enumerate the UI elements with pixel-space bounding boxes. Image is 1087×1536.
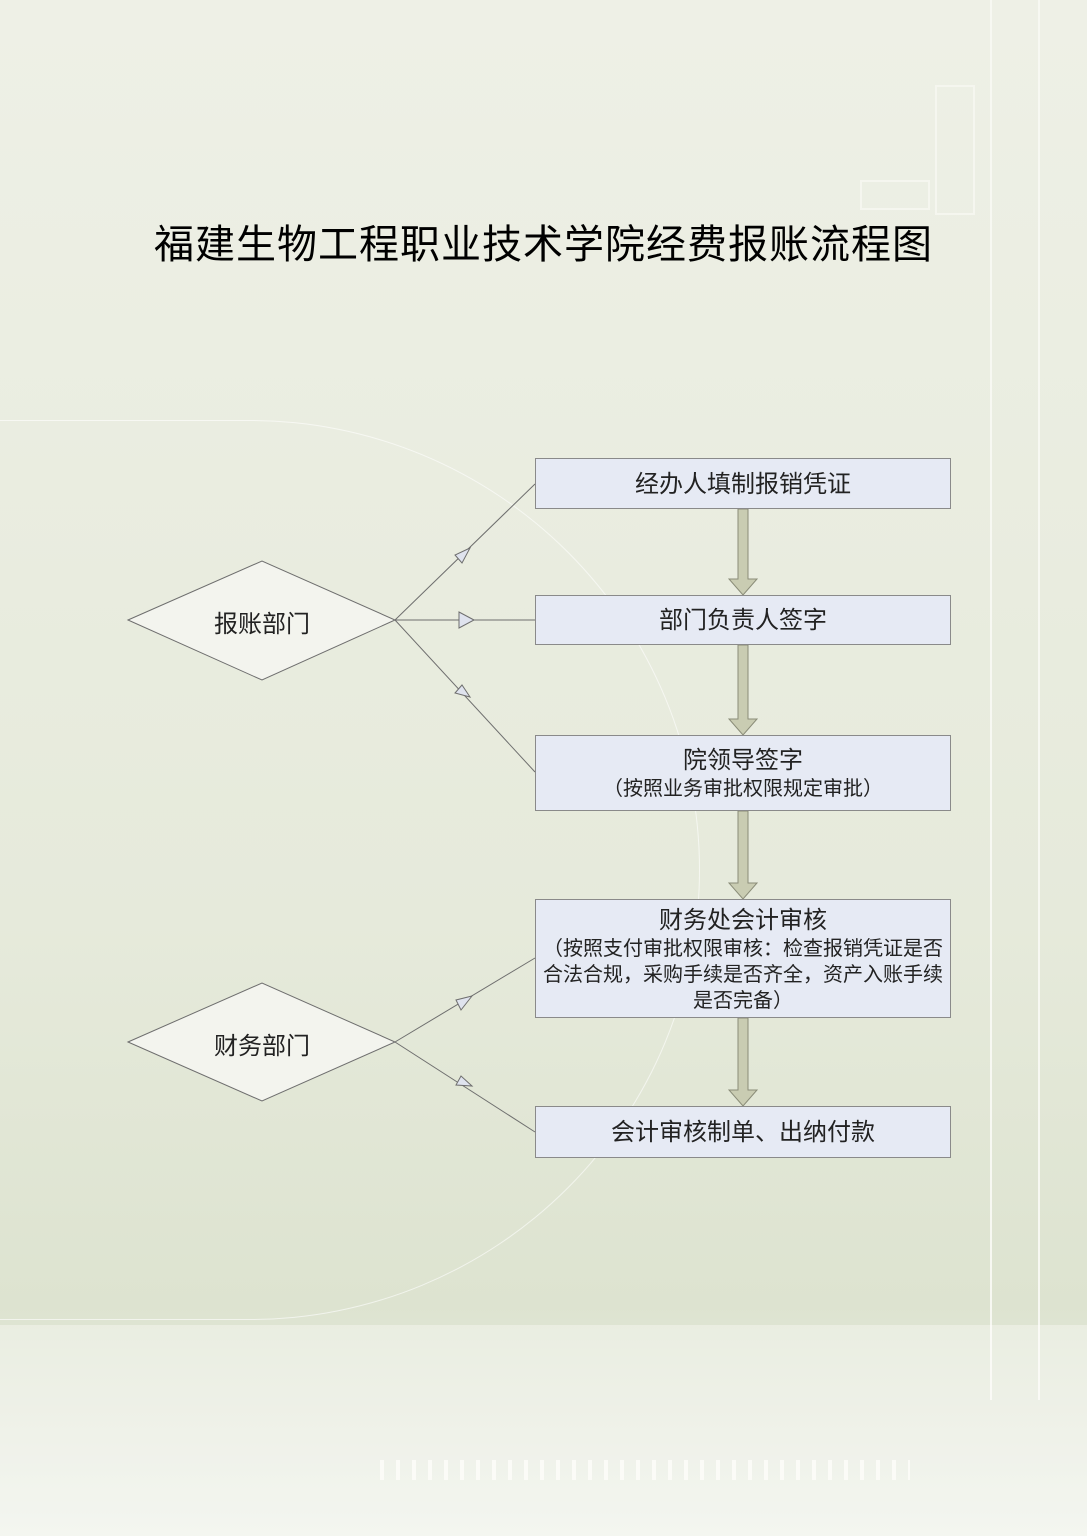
step-payment: 会计审核制单、出纳付款: [535, 1106, 951, 1158]
department-label-reimbursing: 报账部门: [214, 610, 310, 638]
step-note: （按照支付审批权限审核：检查报销凭证是否合法合规，采购手续是否齐全，资产入账手续…: [543, 935, 943, 1012]
hollow-arrowhead: [454, 546, 472, 564]
flow-arrow: [727, 644, 759, 736]
step-note: （按照业务审批权限规定审批）: [603, 776, 883, 800]
department-label-finance: 财务部门: [214, 1032, 310, 1060]
page-title: 福建生物工程职业技术学院经费报账流程图: [154, 222, 933, 268]
step-dept-head-sign: 部门负责人签字: [535, 595, 951, 645]
connector-line: [394, 1041, 536, 1133]
step-title: 财务处会计审核: [659, 905, 827, 934]
hollow-arrowhead: [458, 611, 476, 629]
step-title: 院领导签字: [683, 746, 803, 774]
step-leader-sign: 院领导签字 （按照业务审批权限规定审批）: [535, 735, 951, 811]
step-title: 会计审核制单、出纳付款: [611, 1118, 875, 1146]
step-finance-audit: 财务处会计审核 （按照支付审批权限审核：检查报销凭证是否合法合规，采购手续是否齐…: [535, 899, 951, 1018]
step-title: 部门负责人签字: [659, 606, 827, 634]
hollow-arrowhead: [454, 684, 472, 698]
flow-arrow: [727, 508, 759, 596]
hollow-arrowhead: [455, 1075, 474, 1087]
step-title: 经办人填制报销凭证: [635, 469, 851, 498]
flow-arrow: [727, 1017, 759, 1107]
flow-arrow: [727, 810, 759, 900]
hollow-arrowhead: [455, 995, 474, 1011]
step-fill-voucher: 经办人填制报销凭证: [535, 458, 951, 509]
